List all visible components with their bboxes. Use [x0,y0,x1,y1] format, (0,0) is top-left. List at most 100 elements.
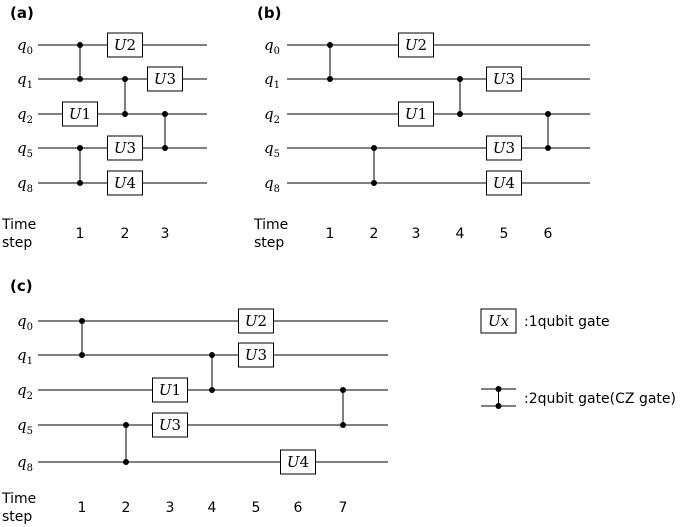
qubit-label-1: q1 [17,346,33,367]
qubit-label-0: q0 [264,36,280,57]
legend-single-gate-box [480,308,517,334]
time-step-label: 1 [76,226,85,242]
single-qubit-gate-label: U3 [493,70,515,88]
cz-gate-target-dot [545,145,551,151]
single-qubit-gate-box [398,101,434,127]
cz-gate-target-dot [162,145,168,151]
single-qubit-gate-label: U3 [159,416,181,434]
cz-gate-control-dot [162,111,168,117]
time-step-label: 5 [500,226,509,242]
cz-gate-control-dot [457,76,463,82]
qubit-label-5: q5 [264,139,280,160]
single-qubit-gate-box [107,32,143,58]
cz-gate-control-dot [327,42,333,48]
single-qubit-gate-box [280,449,316,475]
legend-cz-dot-top [495,386,502,392]
time-step-label: 1 [78,500,87,516]
single-qubit-gate-box [107,170,143,196]
qubit-label-5: q5 [17,139,33,160]
cz-gate-control-dot [123,422,129,428]
time-step-label: 1 [326,226,335,242]
single-qubit-gate-label: U3 [493,139,515,157]
qubit-label-8: q8 [17,453,33,474]
cz-gate-control-dot [79,318,85,324]
cz-gate-control-dot [77,145,83,151]
qubit-label-0: q0 [17,312,33,333]
time-step-label: 3 [166,500,175,516]
time-step-label: 3 [161,226,170,242]
time-step-label: 2 [122,500,131,516]
single-qubit-gate-label: U3 [154,70,176,88]
cz-gate-control-dot [209,352,215,358]
time-step-label: 6 [544,226,553,242]
cz-gate-target-dot [340,422,346,428]
legend-two-gate-text: :2qubit gate(CZ gate) [524,391,676,407]
single-qubit-gate-box [152,412,188,438]
time-axis-label-line1: Time [1,217,36,233]
qubit-label-8: q8 [17,174,33,195]
time-step-label: 6 [294,500,303,516]
single-qubit-gate-box [62,101,98,127]
single-qubit-gate-box [238,342,274,368]
qubit-label-0: q0 [17,36,33,57]
time-axis-label-line1: Time [253,217,288,233]
cz-gate-target-dot [209,387,215,393]
single-qubit-gate-label: U1 [159,381,181,399]
cz-gate-control-dot [122,76,128,82]
cz-gate-target-dot [122,111,128,117]
single-qubit-gate-box [486,135,522,161]
time-step-label: 4 [456,226,465,242]
single-qubit-gate-box [152,377,188,403]
qubit-label-2: q2 [17,381,33,402]
single-qubit-gate-label: U1 [405,105,427,123]
qubit-label-1: q1 [17,70,33,91]
time-axis-label-line2: step [254,235,284,251]
time-axis-label-line1: Time [1,491,36,507]
time-step-label: 4 [208,500,217,516]
cz-gate-target-dot [77,76,83,82]
cz-gate-control-dot [545,111,551,117]
single-qubit-gate-box [398,32,434,58]
legend: Ux :1qubit gate :2qubit gate(CZ gate) [480,308,676,409]
single-qubit-gate-label: U2 [245,312,267,330]
time-step-label: 2 [370,226,379,242]
qubit-label-5: q5 [17,416,33,437]
cz-gate-target-dot [79,352,85,358]
panel-label: (c) [10,277,33,295]
cz-gate-control-dot [371,145,377,151]
single-qubit-gate-label: U4 [493,174,515,192]
time-step-label: 7 [339,500,348,516]
single-qubit-gate-label: U3 [245,346,267,364]
panel-label: (b) [257,4,281,22]
qubit-label-8: q8 [264,174,280,195]
single-qubit-gate-label: U2 [114,36,136,54]
cz-gate-target-dot [371,180,377,186]
time-step-label: 2 [121,226,130,242]
single-qubit-gate-box [238,308,274,334]
single-qubit-gate-label: U2 [405,36,427,54]
time-step-label: 5 [252,500,261,516]
single-qubit-gate-box [486,170,522,196]
time-axis-label-line2: step [2,235,32,251]
time-axis-label-line2: step [2,509,32,525]
time-step-label: 3 [412,226,421,242]
qubit-label-2: q2 [17,105,33,126]
single-qubit-gate-label: U1 [69,105,91,123]
single-qubit-gate-box [107,135,143,161]
panel-label: (a) [10,4,34,22]
single-qubit-gate-label: U4 [287,453,309,471]
legend-cz-dot-bottom [495,403,502,409]
qubit-label-2: q2 [264,105,280,126]
cz-gate-target-dot [123,459,129,465]
single-qubit-gate-box [147,66,183,92]
single-qubit-gate-label: U4 [114,174,136,192]
cz-gate-target-dot [77,180,83,186]
legend-single-gate-text: :1qubit gate [524,314,610,330]
cz-gate-control-dot [340,387,346,393]
legend-single-gate-label: Ux [488,312,510,330]
single-qubit-gate-box [486,66,522,92]
